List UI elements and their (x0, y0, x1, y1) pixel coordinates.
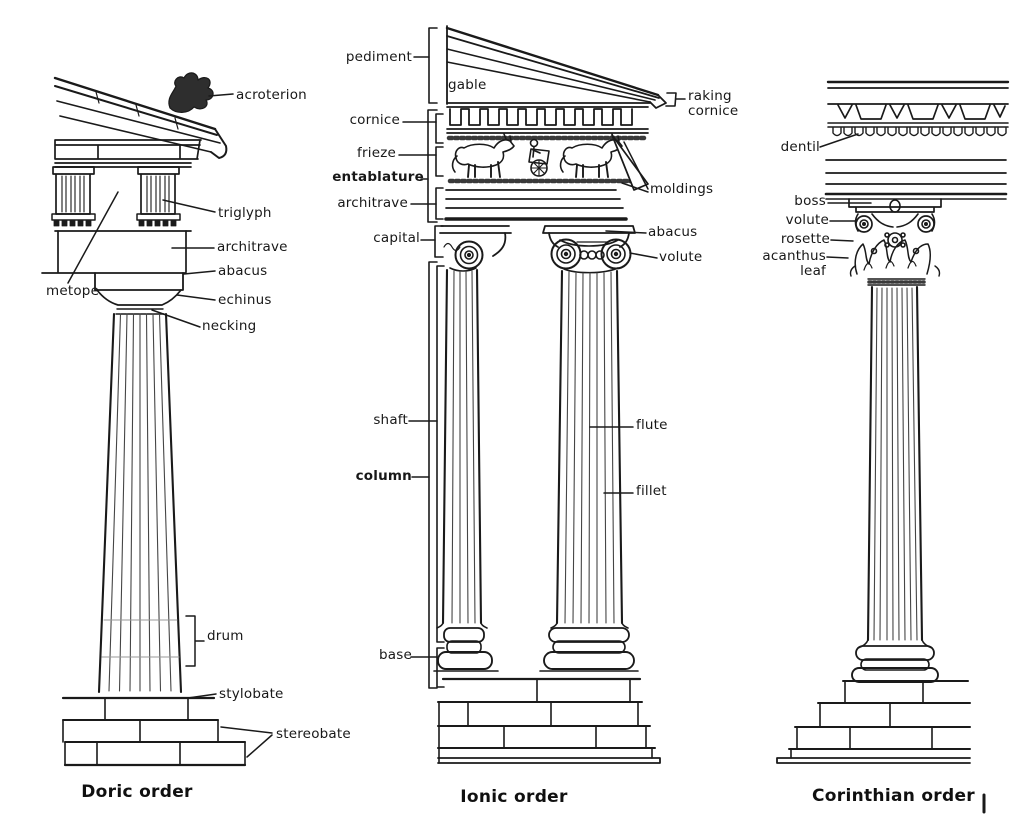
label-echinus: echinus (218, 292, 272, 308)
chariot-figure (528, 138, 550, 177)
label-base: base (379, 647, 412, 663)
label-column: column (355, 468, 412, 484)
doric-leader-lines (67, 93, 273, 758)
corinthian-order-title: Corinthian order (812, 786, 975, 806)
label-flute: flute (636, 417, 668, 433)
label-entablature: entablature (332, 169, 424, 185)
label-doric-abacus: abacus (218, 263, 268, 279)
label-raking-cornice: raking cornice (688, 88, 739, 119)
label-moldings: moldings (650, 181, 714, 197)
ionic-brackets (427, 27, 686, 689)
label-pediment: pediment (345, 49, 412, 65)
label-triglyph: triglyph (218, 205, 272, 221)
label-stylobate: stylobate (219, 686, 284, 702)
acroterion-figure (168, 72, 214, 113)
ionic-order-title: Ionic order (460, 787, 568, 807)
label-frieze: frieze (357, 145, 396, 161)
label-rosette: rosette (780, 231, 830, 247)
corinthian-column-drawing (776, 80, 1010, 764)
label-gable: gable (448, 77, 487, 93)
doric-column-drawing (41, 72, 273, 767)
corinthian-leader-lines (819, 133, 872, 259)
label-doric-architrave: architrave (217, 239, 288, 255)
label-cornice: cornice (349, 112, 400, 128)
label-ionic-abacus: abacus (648, 224, 698, 240)
ionic-column-drawing (398, 25, 686, 764)
label-corinthian-volute: volute (785, 212, 829, 228)
label-metope: metope (46, 283, 100, 299)
label-necking: necking (202, 318, 257, 334)
label-acanthus-leaf: acanthus leaf (762, 248, 826, 279)
label-capital: capital (373, 230, 420, 246)
ionic-leader-lines (398, 56, 658, 658)
label-drum: drum (207, 628, 244, 644)
label-ionic-volute: volute (659, 249, 703, 265)
corinthian-capital (848, 198, 942, 286)
label-acroterion: acroterion (236, 87, 307, 103)
label-ionic-architrave: architrave (337, 195, 408, 211)
label-shaft: shaft (373, 412, 408, 428)
doric-order-title: Doric order (81, 782, 193, 802)
label-stereobate: stereobate (276, 726, 351, 742)
label-fillet: fillet (636, 483, 667, 499)
label-boss: boss (794, 193, 826, 209)
label-dentil: dentil (780, 139, 820, 155)
